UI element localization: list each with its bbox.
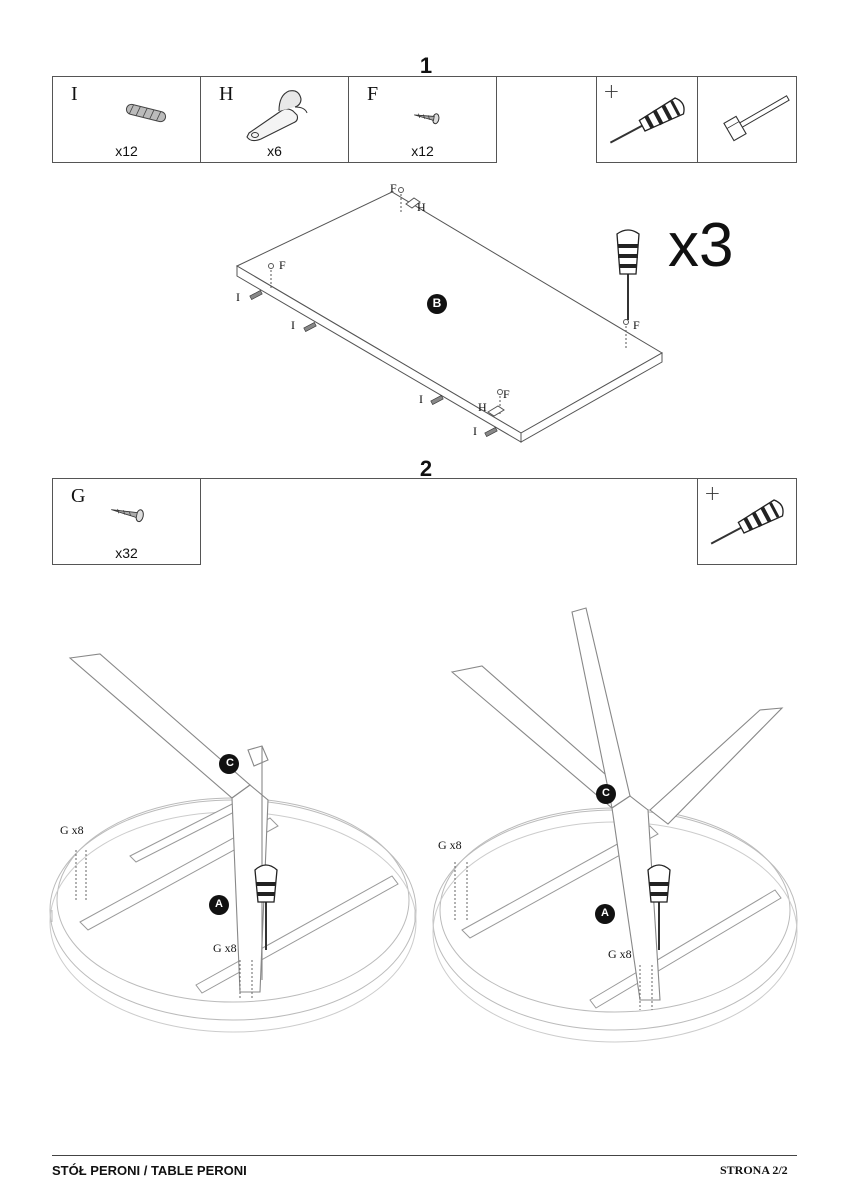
- badge-c-left: [219, 754, 239, 774]
- x-leg-left: [68, 653, 269, 993]
- screw-group-marks: [75, 850, 653, 1010]
- part-box-screw-g: G x32: [52, 478, 201, 565]
- step-2-divider: [52, 478, 797, 479]
- label-i: I: [473, 424, 477, 438]
- badge-c-right: [596, 784, 616, 804]
- part-box-bracket: H x6: [200, 76, 349, 163]
- step-1-illustration: [235, 187, 663, 443]
- tool-box-hammer: [697, 76, 797, 163]
- tool-box-screwdriver: +: [697, 478, 797, 565]
- badge-a-label: A: [215, 898, 223, 910]
- screwdriver-icon: [609, 97, 685, 144]
- phillips-plus-icon: +: [704, 481, 721, 505]
- screw-icon: [414, 113, 440, 125]
- dowel-icon: [125, 103, 167, 123]
- screw-count-label: G x8: [438, 838, 462, 852]
- part-quantity: x6: [267, 143, 282, 159]
- badge-a-label: A: [601, 907, 609, 919]
- label-i: I: [236, 290, 240, 304]
- x-leg-right: [450, 607, 784, 1001]
- label-f: F: [279, 258, 286, 272]
- badge-c-label: C: [226, 757, 234, 769]
- screw-count-label: G x8: [608, 947, 632, 961]
- screwdriver-icon: [616, 229, 640, 320]
- table-top-panel: [235, 191, 663, 443]
- repeat-multiplier: x3: [668, 211, 734, 280]
- label-f: F: [633, 318, 640, 332]
- step-number-2: 2: [419, 456, 433, 481]
- badge-c-label: C: [602, 787, 610, 799]
- label-i: I: [419, 392, 423, 406]
- screw-icon: [111, 508, 144, 523]
- step-2-illustration: [49, 607, 798, 1043]
- label-f: F: [390, 181, 397, 195]
- footer-title: STÓŁ PERONI / TABLE PERONI: [52, 1163, 247, 1178]
- hammer-icon: [723, 95, 790, 142]
- part-box-dowel: I x12: [52, 76, 201, 163]
- part-quantity: x12: [411, 143, 434, 159]
- part-letter: F: [367, 83, 379, 105]
- part-letter: G: [71, 485, 86, 507]
- screwdriver-icon: [254, 864, 278, 950]
- screw-count-label: G x8: [213, 941, 237, 955]
- part-box-screw-f: F x12: [348, 76, 497, 163]
- footer-divider: [52, 1155, 797, 1156]
- badge-b: [427, 294, 447, 314]
- part-quantity: x32: [115, 545, 138, 561]
- label-h: H: [478, 400, 487, 414]
- badge-a-right: [595, 904, 615, 924]
- badge-b-label: B: [432, 296, 442, 310]
- part-letter: H: [219, 83, 234, 105]
- part-quantity: x12: [115, 143, 138, 159]
- bracket-icon: [246, 90, 308, 142]
- label-i: I: [291, 318, 295, 332]
- label-f: F: [503, 387, 510, 401]
- part-letter: I: [71, 83, 78, 105]
- screwdriver-icon: [647, 864, 671, 950]
- phillips-plus-icon: +: [603, 79, 620, 103]
- badge-a-left: [209, 895, 229, 915]
- screwdriver-icon: [710, 499, 784, 545]
- screw-marks: [268, 187, 629, 417]
- step-number-1: 1: [419, 53, 433, 78]
- dowel-marks: [249, 290, 498, 437]
- tool-box-screwdriver: +: [596, 76, 698, 163]
- label-h: H: [417, 200, 426, 214]
- footer-page-number: STRONA 2/2: [720, 1163, 788, 1177]
- screw-count-label: G x8: [60, 823, 84, 837]
